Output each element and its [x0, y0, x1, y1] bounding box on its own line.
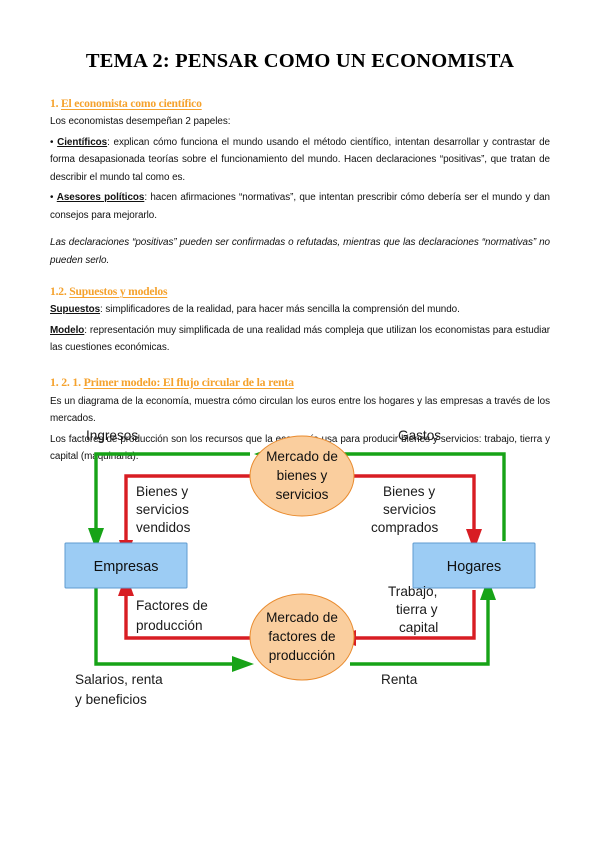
heading-section-1-2: 1.2. Supuestos y modelos	[50, 285, 550, 298]
node-hogares[interactable]	[412, 542, 536, 589]
flow-bienes-comprados-arrowhead	[466, 529, 482, 551]
flow-salarios-line	[94, 584, 238, 666]
heading-section-1-2-1: 1. 2. 1. Primer modelo: El flujo circula…	[50, 375, 550, 390]
section-1-bullet-2: • Asesores políticos: hacen afirmaciones…	[50, 192, 550, 221]
node-mercado-factores-line-3: producción	[269, 648, 336, 663]
node-mercado-factores-line-1: Mercado de	[266, 610, 338, 625]
label-trabajo-line-1: Trabajo,	[388, 584, 437, 599]
term-2-label: Modelo	[50, 324, 85, 336]
label-salarios-line-1: Salarios, renta	[75, 672, 163, 687]
flow-salarios-arrowhead	[232, 656, 254, 672]
node-hogares-label: Hogares	[447, 559, 501, 575]
bullet-1-label: Científicos	[57, 136, 108, 148]
flow-renta-line	[350, 594, 490, 666]
node-empresas[interactable]	[64, 542, 188, 589]
label-bienes-comprados-line-2: servicios	[383, 502, 436, 517]
label-bienes-vendidos-line-2: servicios	[136, 502, 189, 517]
flow-factores-produccion-line	[124, 590, 254, 640]
label-trabajo-line-3: capital	[399, 620, 438, 635]
section-1-bullet-1: • Científicos: explican cómo funciona el…	[50, 136, 550, 183]
node-mercado-bienes-line-2: bienes y	[277, 468, 328, 483]
section-1-2-term-1: Supuestos: simplificadores de la realida…	[50, 301, 550, 319]
flow-ingresos-line	[94, 452, 250, 534]
flow-gastos-line	[270, 452, 506, 541]
term-1-label: Supuestos	[50, 304, 101, 315]
bullet-2-label: Asesores políticos	[56, 192, 145, 203]
bullet-2-text: : hacen afirmaciones “normativas”, que i…	[50, 192, 550, 221]
heading-1-2-title: Supuestos y modelos	[69, 285, 168, 298]
node-mercado-bienes-servicios[interactable]	[249, 435, 355, 517]
label-bienes-comprados-line-3: comprados	[371, 520, 438, 535]
node-mercado-factores-line-2: factores de	[268, 629, 335, 644]
flow-bienes-vendidos-line	[124, 474, 254, 546]
flow-renta-arrowhead	[480, 578, 496, 600]
section-1-2-1-para-1: Es un diagrama de la economía, muestra c…	[50, 395, 550, 425]
node-empresas-label: Empresas	[94, 559, 159, 575]
label-factores-produccion-line-2: producción	[136, 618, 203, 633]
heading-section-1: 1. El economista como científico	[50, 97, 550, 110]
label-salarios-line-2: y beneficios	[75, 692, 147, 707]
node-mercado-bienes-line-3: servicios	[276, 487, 329, 502]
flow-ingresos-arrowhead	[88, 528, 104, 550]
label-factores-produccion-line-1: Factores de	[136, 598, 208, 613]
term-2-text: : representación muy simplificada de una…	[50, 324, 550, 354]
label-renta: Renta	[381, 672, 418, 687]
circular-flow-diagram: Mercado de bienes y servicios Mercado de…	[48, 418, 552, 730]
node-mercado-factores-produccion[interactable]	[249, 593, 355, 681]
heading-1-2-1-title: Primer modelo: El flujo circular de la r…	[83, 374, 294, 389]
label-bienes-vendidos-line-1: Bienes y	[136, 484, 188, 499]
label-bienes-vendidos-line-3: vendidos	[136, 520, 191, 535]
section-1-note: Las declaraciones “positivas” pueden ser…	[50, 237, 550, 266]
section-1-2-term-2: Modelo: representación muy simplificada …	[50, 322, 550, 357]
heading-1-2-1-number: 1. 2. 1.	[50, 374, 81, 389]
spacer	[50, 224, 550, 231]
label-ingresos: Ingresos	[86, 428, 138, 443]
label-trabajo-line-2: tierra y	[396, 602, 438, 617]
heading-1-title: El economista como científico	[61, 97, 202, 110]
heading-1-number: 1.	[50, 97, 59, 110]
label-bienes-comprados-line-1: Bienes y	[383, 484, 435, 499]
flow-bienes-comprados-line	[346, 474, 476, 534]
node-mercado-bienes-line-1: Mercado de	[266, 449, 338, 464]
term-1-text: : simplificadores de la realidad, para h…	[100, 304, 460, 315]
flow-trabajo-tierra-capital-line	[350, 590, 476, 640]
label-gastos: Gastos	[398, 428, 441, 443]
heading-1-2-number: 1.2.	[50, 285, 67, 298]
page-title: TEMA 2: PENSAR COMO UN ECONOMISTA	[85, 50, 515, 72]
bullet-1-text: : explican cómo funciona el mundo usando…	[50, 136, 550, 183]
section-1-intro: Los economistas desempeñan 2 papeles:	[50, 116, 231, 127]
document-content: TEMA 2: PENSAR COMO UN ECONOMISTA 1. El …	[50, 0, 550, 466]
